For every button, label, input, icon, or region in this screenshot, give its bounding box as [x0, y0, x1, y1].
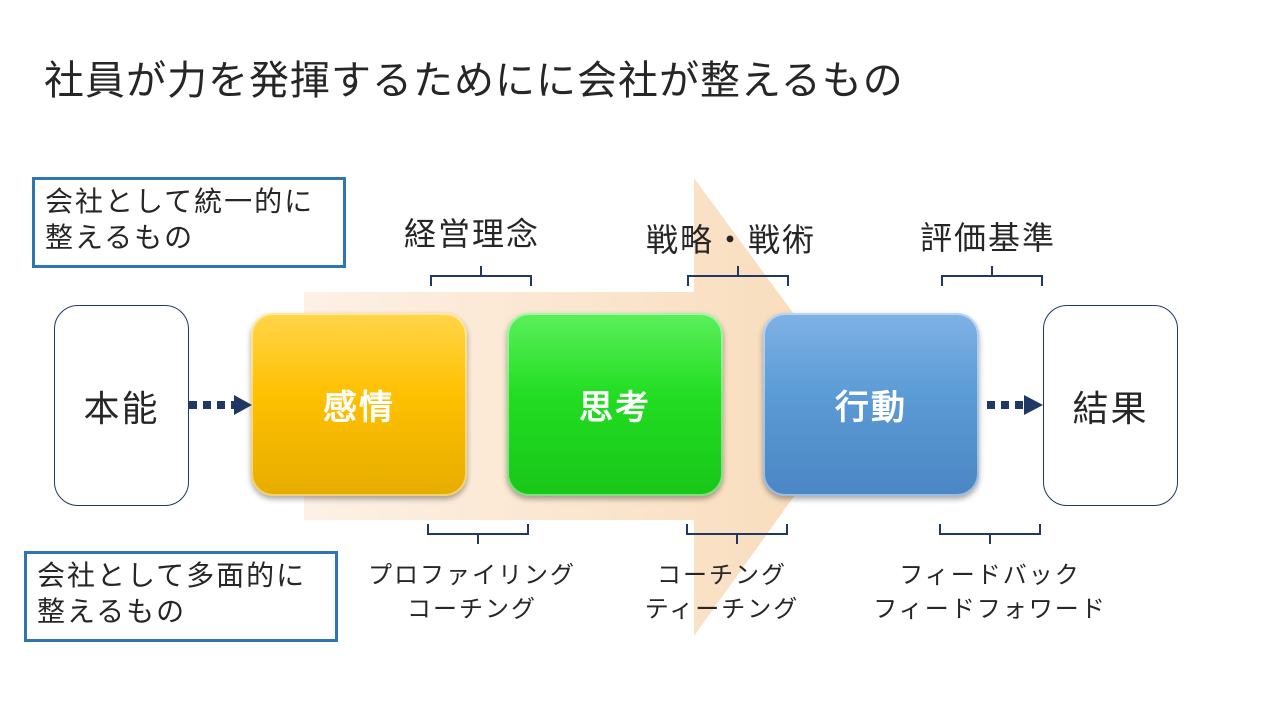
bottom-label-coaching: コーチング ティーチング	[622, 558, 822, 626]
bracket-top-evaluation	[941, 266, 1043, 286]
stage-action: 行動	[763, 313, 979, 496]
top-label-philosophy: 経営理念	[404, 215, 541, 253]
bracket-bottom-profiling	[427, 524, 529, 544]
top-label-evaluation: 評価基準	[920, 219, 1057, 257]
stage-thought-label: 思考	[579, 388, 651, 428]
bottom-label-profiling: プロファイリング コーチング	[362, 558, 582, 626]
uniform-note-box: 会社として統一的に 整えるもの	[32, 177, 346, 268]
instinct-box: 本能	[54, 305, 189, 506]
top-label-strategy: 戦略・戦術	[646, 221, 817, 259]
dotted-arrow-left	[189, 395, 252, 415]
bracket-top-philosophy	[430, 266, 532, 286]
stage-action-label: 行動	[835, 388, 907, 428]
multifaceted-note-line2: 整えるもの	[37, 595, 187, 628]
stage-emotion: 感情	[251, 313, 467, 496]
multifaceted-note-line1: 会社として多面的に	[37, 559, 307, 592]
page-title: 社員が力を発揮するためにに会社が整えるもの	[44, 58, 904, 104]
bracket-bottom-feedback	[939, 524, 1041, 544]
bottom-label-profiling-line2: コーチング	[407, 595, 537, 623]
bottom-label-feedback-line2: フィードフォワード	[873, 595, 1107, 623]
uniform-note-line2: 整えるもの	[45, 221, 195, 254]
bottom-label-coaching-line1: コーチング	[657, 561, 787, 589]
multifaceted-note-box: 会社として多面的に 整えるもの	[24, 551, 338, 642]
instinct-label: 本能	[83, 388, 160, 430]
uniform-note-line1: 会社として統一的に	[45, 185, 315, 218]
bottom-label-feedback-line1: フィードバック	[899, 561, 1081, 589]
bottom-label-profiling-line1: プロファイリング	[368, 561, 576, 589]
dotted-arrow-right	[987, 395, 1043, 415]
bracket-bottom-coaching	[686, 524, 788, 544]
result-box: 結果	[1043, 305, 1178, 506]
stage-thought: 思考	[507, 313, 723, 496]
bottom-label-coaching-line2: ティーチング	[644, 595, 800, 623]
bracket-top-strategy	[687, 266, 789, 286]
bottom-label-feedback: フィードバック フィードフォワード	[862, 558, 1118, 626]
stage-emotion-label: 感情	[323, 388, 395, 428]
result-label: 結果	[1072, 388, 1149, 430]
